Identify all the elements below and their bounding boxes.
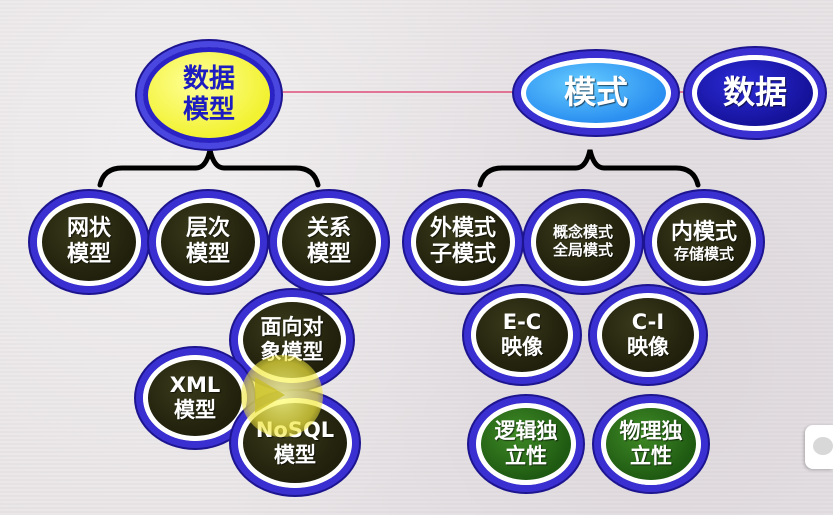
network-model-node: 网状 模型 [37,198,141,286]
brace-schemas [477,149,701,188]
nosql-model-node: NoSQL 模型 [238,398,352,488]
physical-independence-node: 物理独 立性 [601,403,701,485]
data-model-node: 数据 模型 [143,47,275,143]
data-node: 数据 [692,55,818,131]
schema-node: 模式 [521,58,671,128]
internal-schema-node: 内模式 存储模式 [652,198,756,286]
conceptual-schema-node: 概念模式 全局模式 [531,198,635,286]
hierarchical-model-node: 层次 模型 [156,198,260,286]
ec-mapping-node: E-C 映像 [471,293,573,377]
brace-models [97,149,321,188]
internal-schema-title: 内模式 [670,220,737,246]
side-panel-tab-icon[interactable] [805,425,833,469]
ci-mapping-node: C-I 映像 [597,293,699,377]
relational-model-node: 关系 模型 [277,198,381,286]
internal-schema-subtitle: 存储模式 [673,245,734,264]
xml-model-node: XML 模型 [143,355,247,441]
logical-independence-node: 逻辑独 立性 [476,403,576,485]
object-oriented-model-node: 面向对 象模型 [238,297,346,383]
external-schema-node: 外模式 子模式 [411,198,515,286]
